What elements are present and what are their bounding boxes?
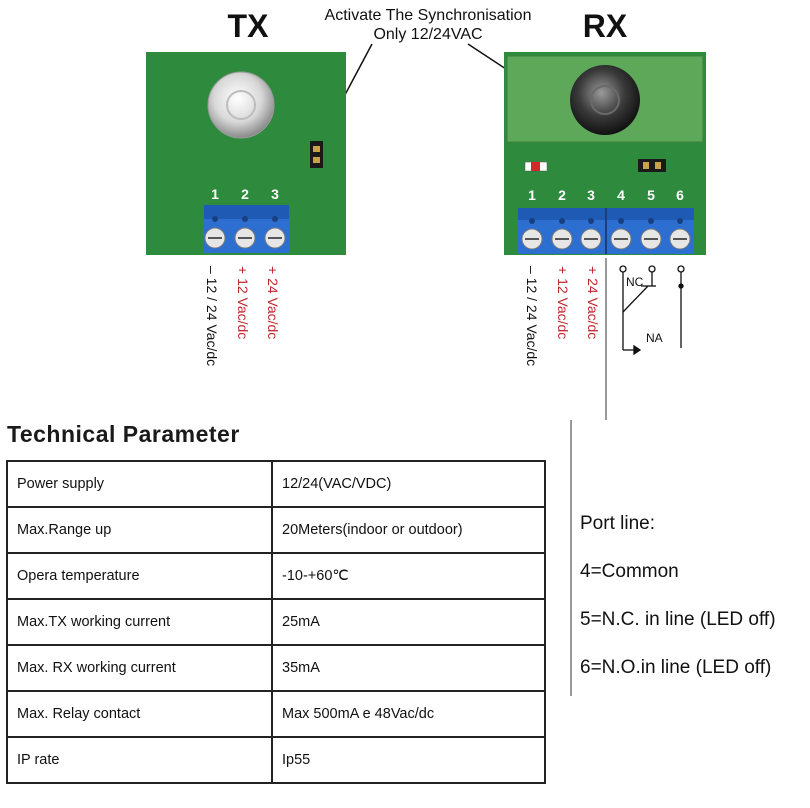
port-line-item: 6=N.O.in line (LED off) <box>580 657 772 678</box>
rx-terminal-number-1: 1 <box>528 187 536 203</box>
table-row: Opera temperature-10-+60℃ <box>6 552 546 600</box>
port-line-leader-extension <box>570 420 572 696</box>
port-line-item: 4=Common <box>580 561 679 582</box>
parameter-name: Max.TX working current <box>6 598 273 646</box>
relay-nc-label: NC <box>626 275 644 289</box>
tx-terminal-number-1: 1 <box>211 186 219 202</box>
rx-terminal-number-2: 2 <box>558 187 566 203</box>
rx-sync-jumper <box>638 159 666 172</box>
rx-board: 1 2 3 4 5 6 <box>504 52 706 255</box>
port-line-item: 5=N.C. in line (LED off) <box>580 609 776 630</box>
parameter-value: 20Meters(indoor or outdoor) <box>271 506 546 554</box>
parameter-name: Max.Range up <box>6 506 273 554</box>
rx-terminal-number-5: 5 <box>647 187 655 203</box>
rx-label-24v: + 24 Vac/dc <box>585 266 601 339</box>
parameter-value: 35mA <box>271 644 546 692</box>
parameter-name: Max. RX working current <box>6 644 273 692</box>
sync-note-line2: Only 12/24VAC <box>373 26 482 43</box>
tx-label-24v: + 24 Vac/dc <box>265 266 281 339</box>
parameter-value: 12/24(VAC/VDC) <box>271 460 546 508</box>
parameter-name: Max. Relay contact <box>6 690 273 738</box>
rx-title: RX <box>583 8 628 44</box>
sync-note-line1: Activate The Synchronisation <box>325 7 532 24</box>
parameter-value: Max 500mA e 48Vac/dc <box>271 690 546 738</box>
tx-board: 1 2 3 <box>146 52 346 255</box>
rx-terminal-number-3: 3 <box>587 187 595 203</box>
rx-label-negative: – 12 / 24 Vac/dc <box>524 266 540 366</box>
rx-terminal-number-6: 6 <box>676 187 684 203</box>
wiring-diagram: TX RX Activate The Synchronisation Only … <box>146 7 706 420</box>
tx-sync-jumper <box>310 141 323 168</box>
port-line-title: Port line: <box>580 513 655 534</box>
parameter-name: Power supply <box>6 460 273 508</box>
parameter-name: IP rate <box>6 736 273 784</box>
tx-terminal-number-2: 2 <box>241 186 249 202</box>
parameter-value: Ip55 <box>271 736 546 784</box>
parameter-name: Opera temperature <box>6 552 273 600</box>
relay-na-label: NA <box>646 331 663 345</box>
rx-label-12v: + 12 Vac/dc <box>555 266 571 339</box>
parameter-value: 25mA <box>271 598 546 646</box>
rx-terminal-number-4: 4 <box>617 187 625 203</box>
port-line-leader <box>570 258 607 420</box>
rx-sensor-lens <box>570 65 640 135</box>
tx-terminal-number-3: 3 <box>271 186 279 202</box>
port-line-note: Port line: 4=Common 5=N.C. in line (LED … <box>580 500 776 692</box>
tx-label-12v: + 12 Vac/dc <box>235 266 251 339</box>
section-title: Technical Parameter <box>7 421 240 447</box>
tx-sensor-lens <box>207 71 275 139</box>
relay-schematic <box>619 265 685 356</box>
tx-title: TX <box>228 8 270 44</box>
parameter-value: -10-+60℃ <box>271 552 546 600</box>
tx-label-negative: – 12 / 24 Vac/dc <box>204 266 220 366</box>
